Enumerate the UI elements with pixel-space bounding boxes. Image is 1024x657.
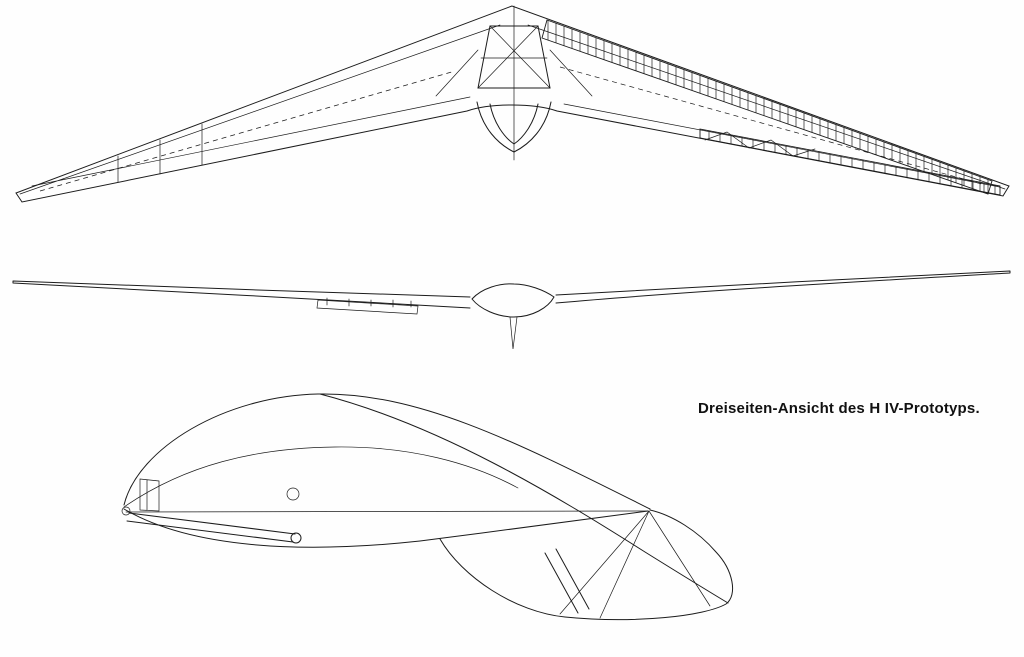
spar-lines — [19, 24, 1006, 195]
instrument-panel — [139, 478, 160, 512]
skid-end-roller — [290, 532, 302, 544]
control-run-dashed-lines — [39, 66, 986, 192]
wing-outline — [15, 5, 1010, 203]
lower-front-outline — [123, 508, 649, 548]
elevon-cross-bracing — [704, 131, 816, 157]
figure-caption: Dreiseiten-Ansicht des H IV-Prototyps. — [698, 400, 980, 417]
control-circle — [286, 487, 300, 501]
landing-skid — [126, 512, 296, 543]
cockpit-bracing — [435, 25, 593, 97]
wing-upper-surface-line — [123, 446, 519, 508]
chord-datum-line — [125, 510, 649, 513]
center-tail-fairing — [476, 101, 552, 153]
plan-view — [15, 5, 1010, 203]
center-skid-stub — [509, 316, 518, 350]
landing-flap-front — [316, 299, 419, 315]
side-view — [121, 393, 734, 621]
elevon-band-right-wing — [699, 128, 1001, 196]
front-view — [12, 270, 1011, 350]
flap-brackets — [326, 297, 412, 308]
wing-front-outline — [12, 270, 1011, 309]
rear-belly-fairing — [439, 509, 734, 621]
strut-fan — [559, 510, 711, 619]
center-pod-front — [471, 283, 555, 318]
nose-tow-hook — [121, 506, 131, 516]
rib-lines-left-wing — [117, 123, 203, 183]
canopy-top-outline — [123, 393, 651, 510]
canopy-rear-sweep — [319, 393, 729, 604]
main-strut — [544, 548, 590, 614]
